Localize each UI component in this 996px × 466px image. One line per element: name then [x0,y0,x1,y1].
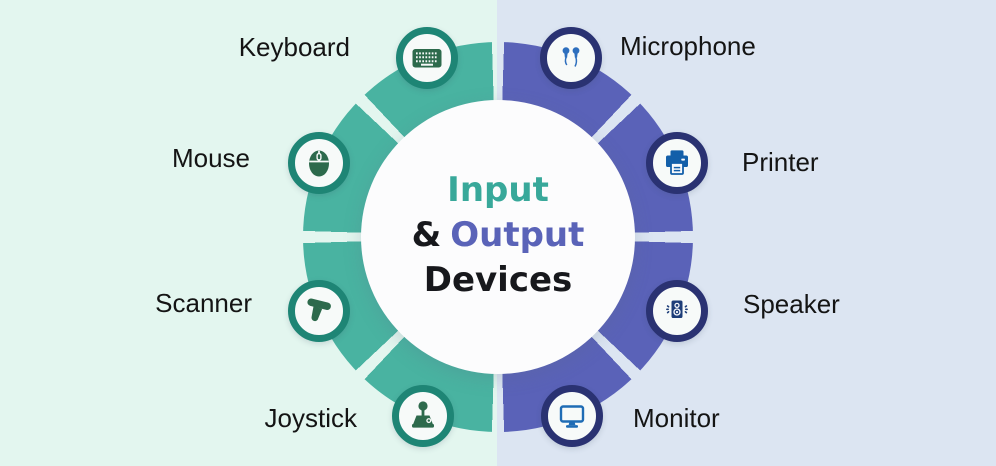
printer-icon [666,150,688,175]
monitor-icon [559,405,585,428]
joystick-icon-circle [392,385,454,447]
device-label-scanner: Scanner [155,288,252,318]
printer-icon-circle [646,132,708,194]
earbuds-icon [562,47,580,67]
keyboard-icon-circle [396,27,458,89]
monitor-icon-circle [541,385,603,447]
center-circle [361,100,635,374]
microphone-icon-circle [540,27,602,89]
mouse-icon-circle [288,132,350,194]
title-line-output: &Output [411,215,585,255]
keyboard-icon [412,49,442,68]
joystick-icon [412,401,434,428]
device-label-joystick: Joystick [264,403,357,433]
mouse-icon [309,150,329,177]
title-line-devices: Devices [423,260,573,300]
device-label-monitor: Monitor [633,403,720,433]
device-label-speaker: Speaker [743,289,840,319]
speaker-icon-circle [646,280,708,342]
device-label-mouse: Mouse [171,143,250,173]
scanner-icon-circle [288,280,350,342]
device-label-microphone: Microphone [620,31,756,61]
device-label-keyboard: Keyboard [238,32,350,62]
title-line-input: Input [447,170,549,210]
device-label-printer: Printer [742,147,819,177]
speaker-icon [666,300,688,318]
diagram-title: Input &Output Devices [361,168,635,303]
scanner-icon [307,298,331,322]
